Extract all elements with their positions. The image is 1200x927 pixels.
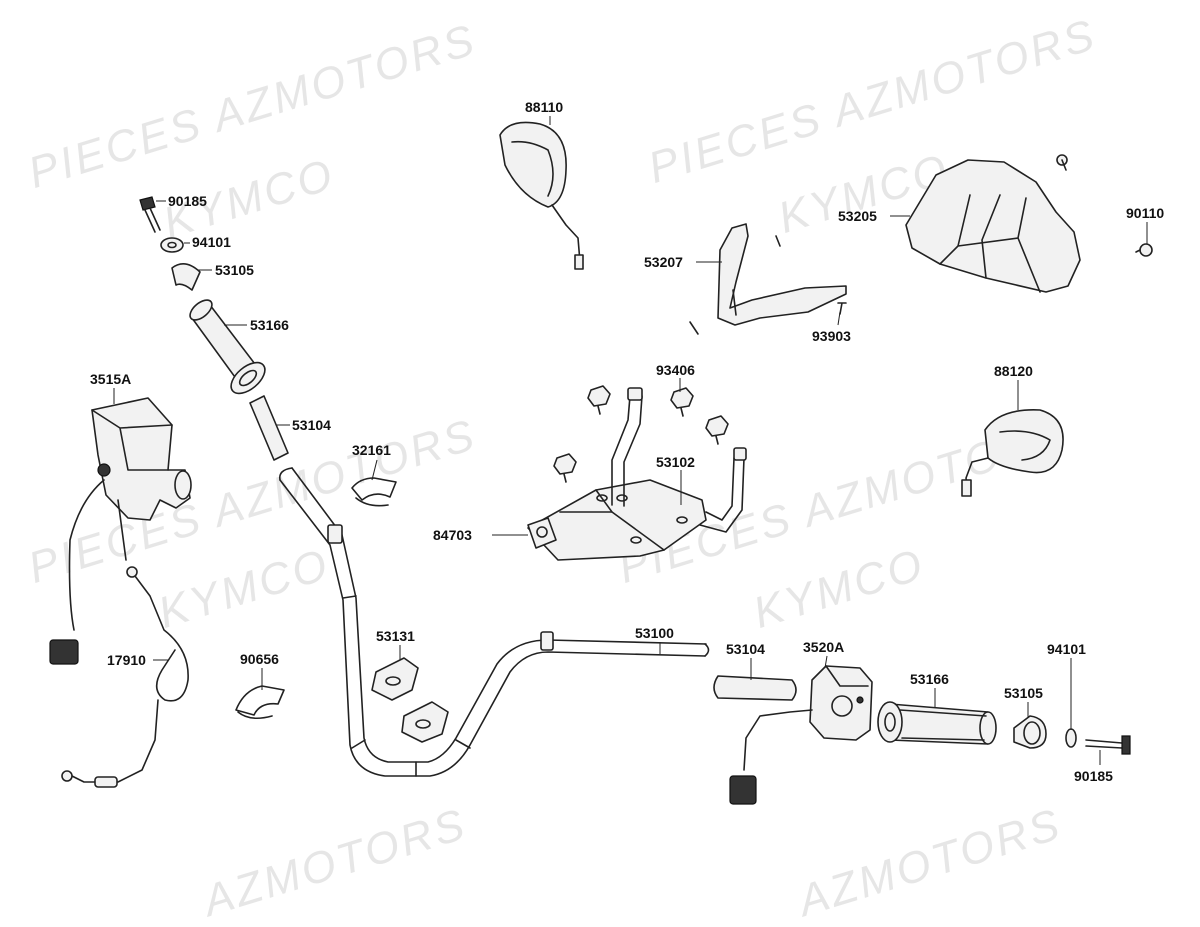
bar-end-53105-right-drawing bbox=[1013, 715, 1047, 749]
washer-94101-left-drawing bbox=[160, 237, 184, 253]
mirror-88110-drawing bbox=[499, 121, 584, 270]
part-label: 53104 bbox=[726, 641, 765, 657]
screw-93903-drawing bbox=[837, 302, 847, 315]
part-label: 3515A bbox=[90, 371, 131, 387]
part-label: 53105 bbox=[215, 262, 254, 278]
cover-53207-drawing bbox=[689, 223, 847, 335]
part-label: 32161 bbox=[352, 442, 391, 458]
cover-53205-drawing bbox=[905, 154, 1081, 293]
part-label: 90185 bbox=[1074, 768, 1113, 784]
bolt-90185-right-drawing bbox=[1085, 735, 1131, 755]
washer-94101-right-drawing bbox=[1065, 728, 1077, 748]
bolt-90185-left-drawing bbox=[139, 196, 161, 233]
parts-diagram: PIECES AZMOTORS KYMCO PIECES AZMOTORS KY… bbox=[23, 10, 1165, 926]
part-label: 53104 bbox=[292, 417, 331, 433]
part-label: 94101 bbox=[192, 234, 231, 250]
bar-end-53105-left-drawing bbox=[171, 263, 201, 291]
part-label: 90110 bbox=[1126, 205, 1164, 221]
tube-53104-right-drawing bbox=[713, 675, 797, 701]
holder-53131-drawing bbox=[371, 657, 449, 743]
grip-53166-left-drawing bbox=[189, 299, 266, 395]
part-label: 53207 bbox=[644, 254, 683, 270]
master-cylinder-3515A-drawing bbox=[49, 397, 192, 665]
part-label: 53131 bbox=[376, 628, 415, 644]
clamp-90656-drawing bbox=[235, 685, 285, 720]
diagram-svg: 88110 90185 94101 53105 53166 3515A 5310… bbox=[49, 99, 1164, 805]
switch-3520A-drawing bbox=[729, 665, 873, 805]
screw-90110-drawing bbox=[1135, 243, 1153, 257]
part-label: 53105 bbox=[1004, 685, 1043, 701]
part-label: 88110 bbox=[525, 99, 563, 115]
bolts-93406-drawing bbox=[553, 385, 729, 483]
part-label: 53166 bbox=[910, 671, 949, 687]
brake-switch-wire-17910-drawing bbox=[61, 566, 189, 788]
tube-53104-left-drawing bbox=[249, 395, 289, 461]
leader-lines bbox=[113, 116, 1148, 765]
part-label: 53166 bbox=[250, 317, 289, 333]
part-label: 93903 bbox=[812, 328, 851, 344]
handlebar-drawing bbox=[278, 467, 710, 777]
bracket-53102-drawing bbox=[527, 387, 747, 561]
grip-53166-right-drawing bbox=[877, 701, 997, 745]
part-label: 90185 bbox=[168, 193, 207, 209]
part-label: 53205 bbox=[838, 208, 877, 224]
part-label: 53100 bbox=[635, 625, 674, 641]
part-label: 84703 bbox=[433, 527, 472, 543]
clamp-32161-drawing bbox=[351, 477, 397, 507]
part-label: 90656 bbox=[240, 651, 279, 667]
part-label: 3520A bbox=[803, 639, 844, 655]
part-label: 94101 bbox=[1047, 641, 1086, 657]
part-label: 93406 bbox=[656, 362, 695, 378]
part-label: 17910 bbox=[107, 652, 146, 668]
part-label: 53102 bbox=[656, 454, 695, 470]
part-label: 88120 bbox=[994, 363, 1033, 379]
mirror-88120-drawing bbox=[961, 409, 1064, 497]
